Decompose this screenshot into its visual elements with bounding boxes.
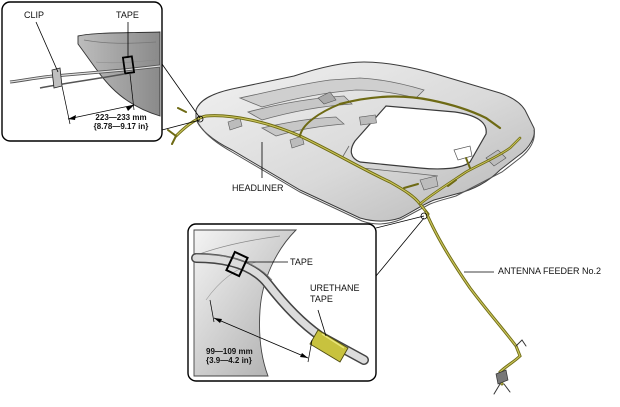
bottom-dimension: 99—109 mm {3.9—4.2 in} [206,347,286,365]
antenna-feeder-cable [424,210,527,395]
top-dimension-mm: 223—233 mm [95,113,147,122]
label-leaders [261,142,494,273]
tape-bottom-label: TAPE [290,257,313,267]
bottom-dimension-mm: 99—109 mm [206,347,253,356]
headliner-harness [167,95,522,216]
top-callout-connectors [161,63,204,131]
headliner-panel [195,61,535,225]
clip-label: CLIP [24,10,45,20]
bottom-dimension-in: {3.9—4.2 in} [206,356,252,365]
top-detail-callout [1,1,163,142]
bottom-callout-connectors [375,212,428,277]
tape-top-label: TAPE [116,10,139,20]
antenna-feeder-label: ANTENNA FEEDER No.2 [498,266,602,276]
top-dimension: 223—233 mm {8.78—9.17 in} [66,113,176,131]
top-dimension-in: {8.78—9.17 in} [93,122,149,131]
headliner-label: HEADLINER [232,183,284,193]
urethane-tape-label-line1: URETHANE [310,283,360,293]
bottom-detail-callout [187,223,377,382]
urethane-tape-label-line2: TAPE [310,294,333,304]
urethane-tape-label: URETHANE TAPE [310,283,360,305]
